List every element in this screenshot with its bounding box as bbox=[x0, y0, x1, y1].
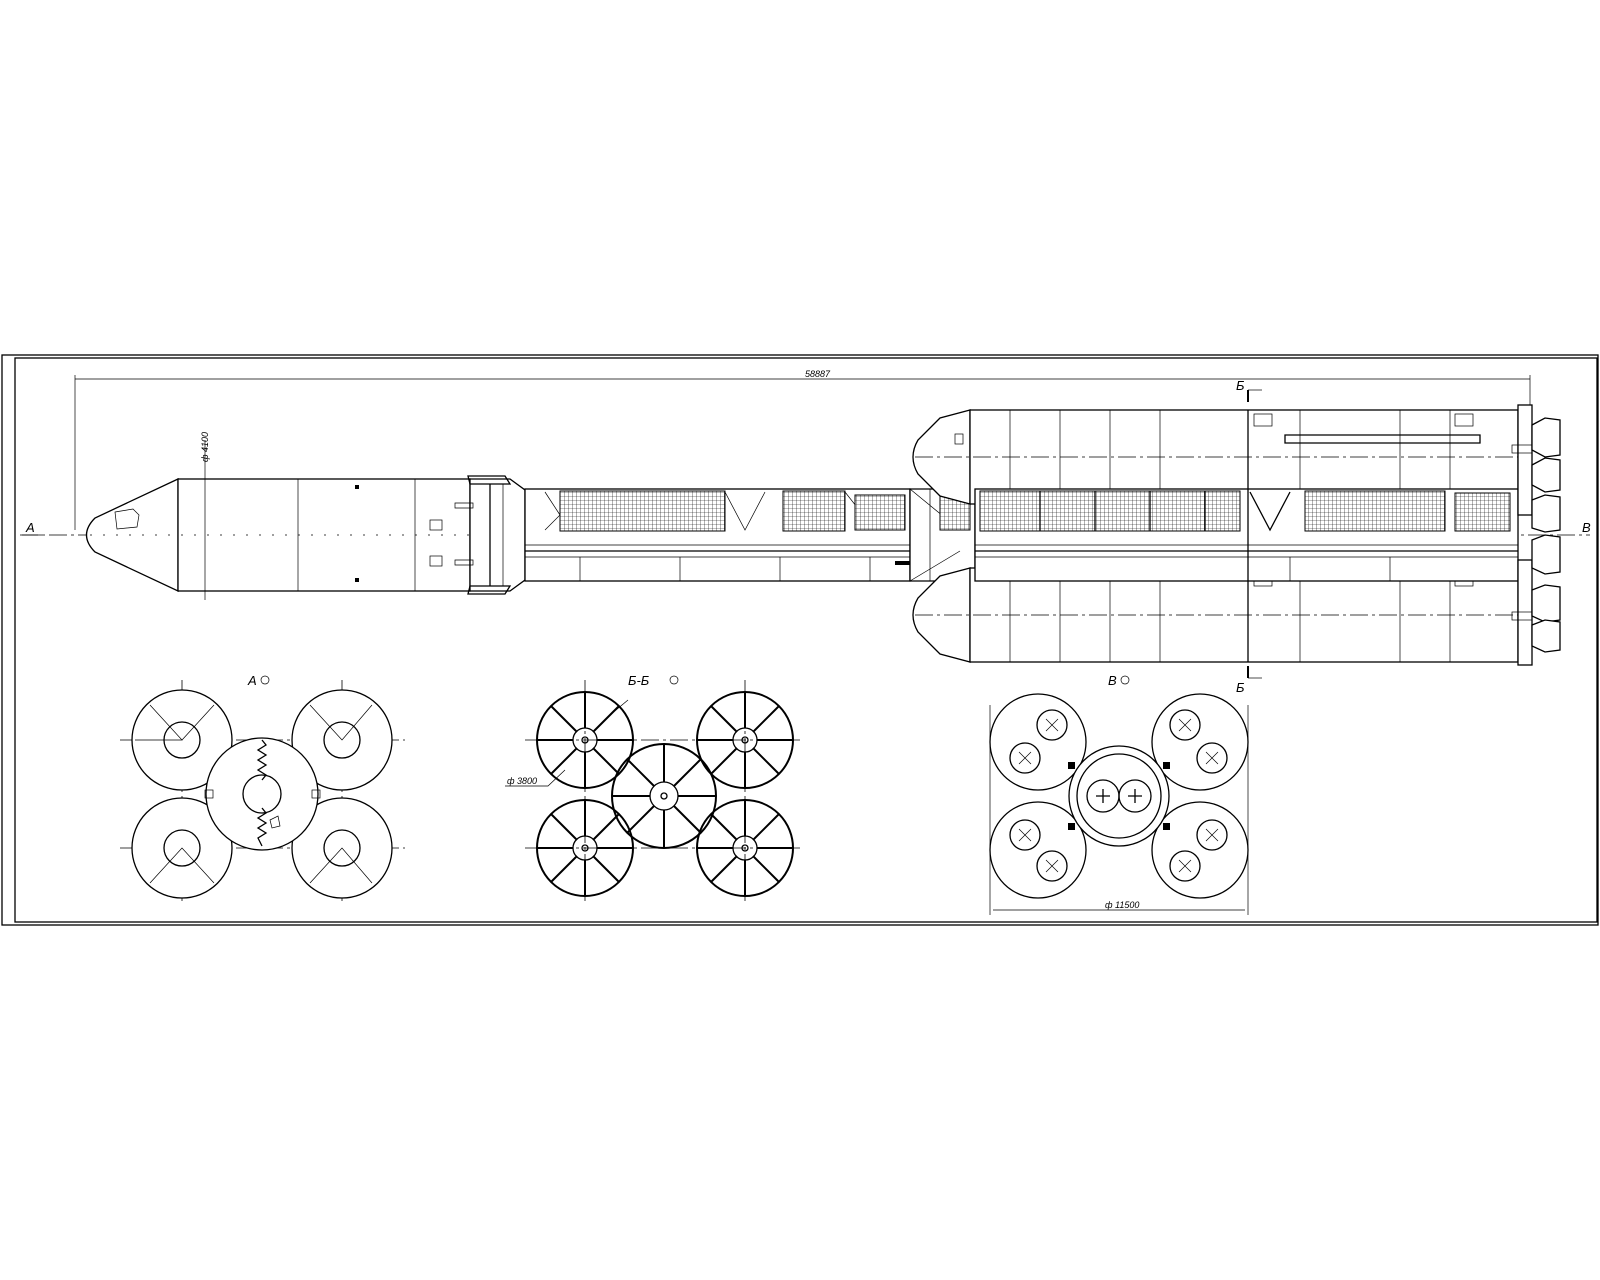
section-bb-title: Б-Б bbox=[628, 673, 650, 688]
view-v-arrow-label: В bbox=[1582, 520, 1591, 535]
outer-frame bbox=[1, 354, 1599, 926]
view-a-arrow-label: А bbox=[25, 520, 35, 535]
inner-frame bbox=[14, 357, 1598, 923]
bb-booster-tl bbox=[536, 691, 634, 789]
view-v: В ф 11500 bbox=[989, 673, 1249, 915]
bb-booster-br bbox=[696, 799, 794, 897]
cluster-width-dim: ф 11500 bbox=[1105, 900, 1139, 910]
bb-booster-tr bbox=[696, 691, 794, 789]
view-v-title: В bbox=[1108, 673, 1117, 688]
bb-core bbox=[611, 743, 717, 849]
rocket-side-view: 58887 А В ф 4100 bbox=[20, 369, 1591, 695]
core-diameter-dim: ф 4100 bbox=[200, 432, 210, 462]
view-a: А bbox=[120, 673, 405, 905]
section-b-bottom-label: Б bbox=[1236, 680, 1245, 695]
booster-diameter-dim: ф 3800 bbox=[507, 776, 537, 786]
section-bb: Б-Б bbox=[505, 673, 800, 905]
engine-nozzles bbox=[1511, 404, 1561, 666]
bb-booster-bl bbox=[536, 799, 634, 897]
overall-length-dim: 58887 bbox=[805, 369, 831, 379]
section-b-top-label: Б bbox=[1236, 378, 1245, 393]
view-a-title: А bbox=[247, 673, 257, 688]
